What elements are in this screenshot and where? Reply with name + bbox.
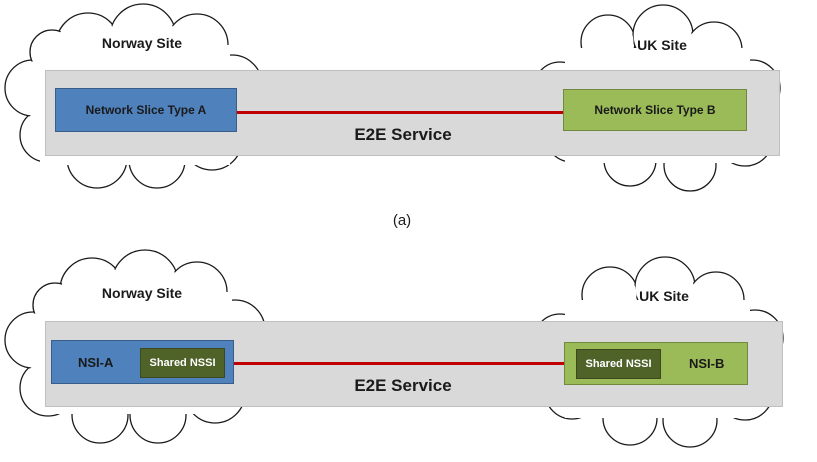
nsi-a: NSI-A Shared NSSI [51,340,234,384]
nsi-b-label: NSI-B [689,356,725,371]
shared-nssi-a: Shared NSSI [140,348,225,378]
shared-nssi-b: Shared NSSI [576,349,661,379]
nsi-b: Shared NSSI NSI-B [564,342,748,385]
network-slice-b-label: Network Slice Type B [594,103,716,117]
site-label-norway-b: Norway Site [101,285,183,301]
site-label-norway-a: Norway Site [101,35,183,51]
network-slice-a-label: Network Slice Type A [85,103,207,117]
e2e-link-a [237,111,564,114]
shared-nssi-a-label: Shared NSSI [149,357,216,369]
caption-a: (a) [392,212,412,229]
e2e-service-label-a: E2E Service [354,125,452,144]
network-slice-b: Network Slice Type B [563,89,747,131]
network-slice-a: Network Slice Type A [55,88,237,132]
shared-nssi-b-label: Shared NSSI [585,358,652,370]
e2e-service-label-b: E2E Service [354,376,452,395]
site-label-uk-a: UK Site [637,37,687,53]
nsi-a-label: NSI-A [78,354,114,370]
site-label-uk-b: UK Site [639,288,689,304]
e2e-link-b [234,362,566,365]
